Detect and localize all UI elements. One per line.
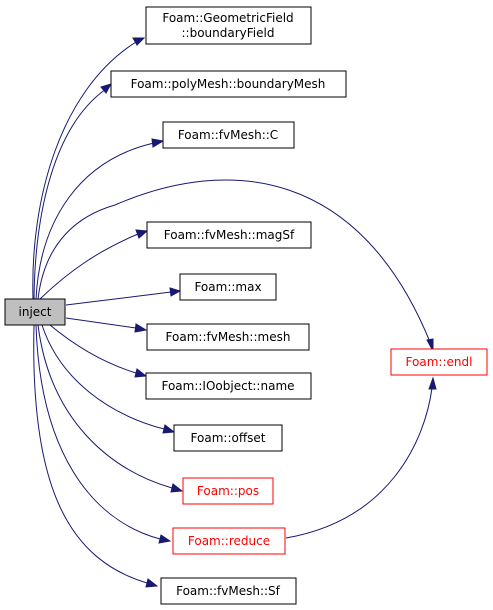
arrowhead-fvmesh-c	[151, 138, 165, 148]
node-geometric-field-line1: Foam::GeometricField	[162, 11, 293, 25]
edge-inject-to-fvmesh-mesh	[65, 317, 137, 329]
node-mag-sf-label: Foam::fvMesh::magSf	[164, 228, 295, 242]
node-max[interactable]: Foam::max	[179, 273, 277, 301]
edge-inject-to-offset	[41, 324, 165, 430]
edge-inject-to-boundary-mesh	[33, 88, 107, 300]
node-ioobject-name[interactable]: Foam::IOobject::name	[145, 372, 312, 400]
node-geometric-field-line2: ::boundaryField	[182, 26, 275, 40]
arrowhead-reduce	[158, 534, 172, 544]
node-inject[interactable]: inject	[4, 298, 66, 326]
node-sf[interactable]: Foam::fvMesh::Sf	[160, 577, 297, 605]
node-endl-label: Foam::endl	[406, 355, 473, 369]
node-sf-label: Foam::fvMesh::Sf	[176, 584, 281, 598]
node-pos-label: Foam::pos	[197, 484, 259, 498]
arrowhead-offset	[162, 424, 176, 434]
node-endl[interactable]: Foam::endl	[390, 348, 488, 376]
node-fvmesh-mesh[interactable]: Foam::fvMesh::mesh	[146, 323, 310, 351]
arrowhead-sf	[145, 578, 159, 588]
arrowhead-reduce-endl	[428, 376, 437, 390]
node-boundary-mesh-label: Foam::polyMesh::boundaryMesh	[131, 77, 326, 91]
node-boundary-mesh[interactable]: Foam::polyMesh::boundaryMesh	[110, 70, 347, 98]
node-ioobject-name-label: Foam::IOobject::name	[161, 379, 294, 393]
arrowhead-pos	[170, 483, 184, 493]
arrowhead-max	[169, 287, 182, 297]
node-inject-label: inject	[19, 305, 52, 319]
node-fvmesh-c-label: Foam::fvMesh::C	[178, 128, 278, 142]
node-offset-label: Foam::offset	[191, 431, 266, 445]
arrowhead-mag-sf	[135, 229, 149, 239]
edge-inject-to-geometric-field	[32, 41, 137, 300]
edge-inject-to-mag-sf	[39, 233, 139, 300]
edge-inject-to-max	[65, 291, 172, 306]
arrowhead-ioobject-name	[134, 368, 148, 378]
node-geometric-field[interactable]: Foam::GeometricField ::boundaryField	[145, 6, 312, 45]
node-pos[interactable]: Foam::pos	[182, 477, 274, 505]
arrowhead-boundary-mesh	[100, 83, 113, 94]
node-mag-sf[interactable]: Foam::fvMesh::magSf	[146, 221, 312, 249]
edge-inject-to-fvmesh-c	[35, 142, 155, 300]
node-reduce-label: Foam::reduce	[188, 534, 270, 548]
edge-inject-to-pos	[37, 324, 173, 489]
edge-inject-to-reduce	[35, 324, 161, 540]
node-max-label: Foam::max	[194, 280, 261, 294]
edge-inject-to-endl	[37, 179, 431, 343]
arrowhead-fvmesh-mesh	[134, 323, 148, 333]
edge-inject-to-sf	[33, 324, 148, 584]
node-fvmesh-c[interactable]: Foam::fvMesh::C	[162, 121, 295, 149]
edges	[32, 41, 433, 584]
arrowheads	[100, 37, 437, 588]
node-fvmesh-mesh-label: Foam::fvMesh::mesh	[166, 330, 291, 344]
arrowhead-endl	[426, 338, 434, 352]
edge-inject-to-ioobject-name	[49, 324, 137, 374]
node-offset[interactable]: Foam::offset	[173, 424, 283, 452]
arrowhead-geometric-field	[132, 37, 146, 46]
edge-reduce-to-endl	[285, 387, 433, 539]
node-reduce[interactable]: Foam::reduce	[172, 527, 286, 555]
